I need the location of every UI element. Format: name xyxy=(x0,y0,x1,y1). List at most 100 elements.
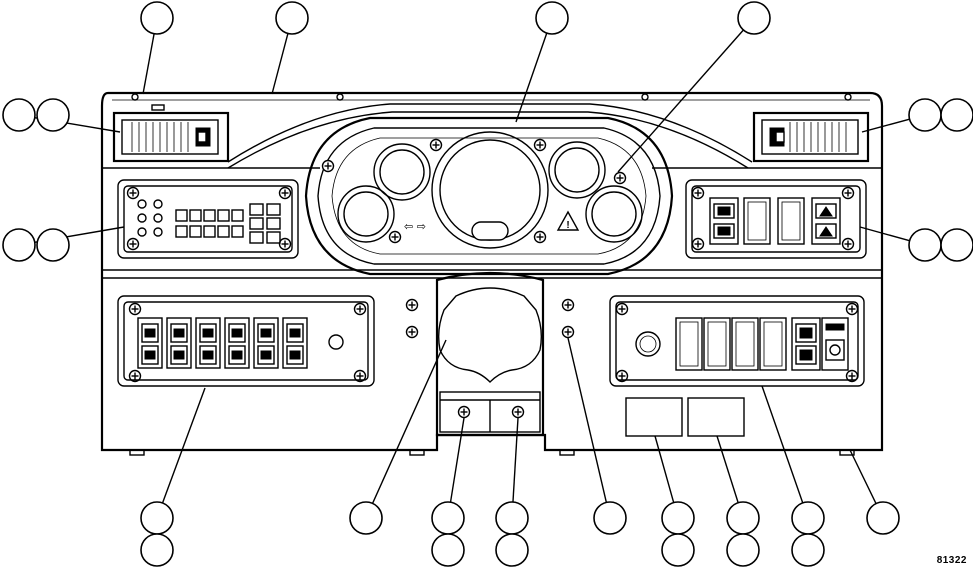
blank-cover-plates xyxy=(625,397,745,437)
indicator-lamp xyxy=(249,231,264,244)
callout-balloon xyxy=(140,533,174,567)
indicator-lamp xyxy=(266,203,281,216)
instrument-cluster: ⇦ ⇨ ! xyxy=(227,103,753,276)
callout-balloon xyxy=(791,533,825,567)
leader-line xyxy=(567,337,608,503)
callout-balloon xyxy=(349,501,383,535)
indicator-light xyxy=(153,199,163,209)
steering-column-opening xyxy=(435,271,545,437)
indicator-light xyxy=(153,213,163,223)
phillips-screw xyxy=(511,405,525,419)
rocker-switch-blank xyxy=(675,317,703,371)
callout-balloon xyxy=(431,533,465,567)
callout-balloon xyxy=(535,1,569,35)
leader-line xyxy=(716,435,739,503)
leader-line xyxy=(617,29,744,173)
phillips-screw xyxy=(691,237,705,251)
leader-line xyxy=(849,449,877,504)
phillips-screw xyxy=(457,405,471,419)
rocker-switch xyxy=(166,317,192,369)
callout-balloon xyxy=(940,98,973,132)
leader-line xyxy=(161,387,206,504)
lamp xyxy=(151,104,165,111)
callout-balloon xyxy=(908,98,942,132)
callout-balloon xyxy=(726,533,760,567)
phillips-screw xyxy=(841,237,855,251)
upper-left-indicator-panel xyxy=(117,179,299,259)
indicator-light xyxy=(137,227,147,237)
leader-line xyxy=(371,339,447,504)
phillips-screw xyxy=(613,171,627,185)
phillips-screw xyxy=(533,138,547,152)
phillips-screw xyxy=(845,369,859,383)
callout-balloon xyxy=(36,228,70,262)
callout-balloon xyxy=(140,501,174,535)
phillips-screw xyxy=(128,369,142,383)
callout-balloon xyxy=(36,98,70,132)
phillips-screw xyxy=(405,298,419,312)
rocker-switch-blank xyxy=(731,317,759,371)
figure-id-label: 81322 xyxy=(936,555,967,566)
upper-right-switch-panel xyxy=(685,179,867,259)
phillips-screw xyxy=(128,302,142,316)
phillips-screw xyxy=(126,186,140,200)
rocker-switch-blank xyxy=(759,317,787,371)
indicator-lamp xyxy=(217,209,230,222)
rocker-switch xyxy=(282,317,308,369)
indicator-lamp xyxy=(189,225,202,238)
indicator-light xyxy=(137,213,147,223)
lower-right-switch-panel xyxy=(609,295,865,387)
indicator-lamp xyxy=(189,209,202,222)
callout-balloon xyxy=(866,501,900,535)
callout-balloon xyxy=(495,501,529,535)
phillips-screw xyxy=(321,159,335,173)
rocker-switch-blank xyxy=(703,317,731,371)
phillips-screw xyxy=(561,298,575,312)
indicator-lamp xyxy=(175,225,188,238)
phillips-screw xyxy=(405,325,419,339)
leader-line xyxy=(515,32,548,123)
indicator-lamp xyxy=(203,209,216,222)
indicator-light xyxy=(137,199,147,209)
callout-balloon xyxy=(940,228,973,262)
indicator-lamp xyxy=(249,217,264,230)
phillips-screw xyxy=(841,186,855,200)
phillips-screw xyxy=(615,302,629,316)
right-air-vent xyxy=(752,111,870,163)
phillips-screw xyxy=(353,369,367,383)
rocker-switch xyxy=(137,317,163,369)
warning-triangle-icon xyxy=(556,210,580,231)
panel-housing xyxy=(100,91,884,456)
phillips-screw xyxy=(278,237,292,251)
leader-line xyxy=(859,226,910,242)
callout-balloon xyxy=(908,228,942,262)
callout-balloon xyxy=(2,98,36,132)
callout-balloon xyxy=(495,533,529,567)
callout-balloon xyxy=(791,501,825,535)
indicator-lamp xyxy=(175,209,188,222)
callout-balloon xyxy=(726,501,760,535)
indicator-lamp xyxy=(249,203,264,216)
phillips-screw xyxy=(388,230,402,244)
left-air-vent xyxy=(112,111,230,163)
indicator-light xyxy=(153,227,163,237)
screws xyxy=(126,138,859,419)
leader-line xyxy=(512,417,519,503)
callout-balloon xyxy=(661,501,695,535)
leader-line xyxy=(271,33,289,95)
phillips-screw xyxy=(845,302,859,316)
turn-signal-arrows: ⇦ ⇨ xyxy=(404,220,426,233)
leader-line xyxy=(761,385,804,504)
phillips-screw xyxy=(533,230,547,244)
rocker-switch xyxy=(195,317,221,369)
leader-line xyxy=(861,118,910,133)
phillips-screw xyxy=(126,237,140,251)
rocker-switch xyxy=(253,317,279,369)
lower-left-switch-panel xyxy=(117,295,375,387)
warning-symbol: ! xyxy=(566,220,569,231)
callout-balloon xyxy=(593,501,627,535)
phillips-screw xyxy=(353,302,367,316)
phillips-screw xyxy=(278,186,292,200)
